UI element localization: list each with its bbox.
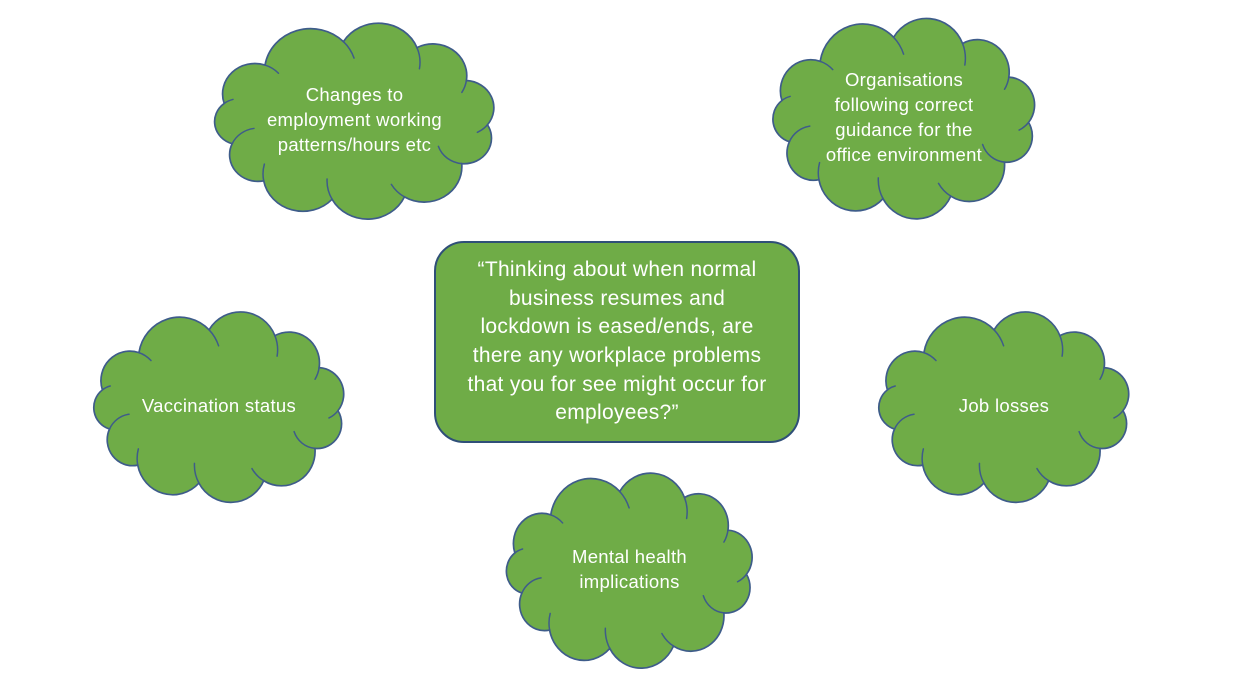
cloud-outline bbox=[773, 18, 1035, 218]
cloud-label: Changes to employment working patterns/h… bbox=[188, 13, 521, 228]
cloud-label: Organisations following correct guidance… bbox=[748, 8, 1060, 228]
cloud-vaccination-status: Vaccination status bbox=[70, 302, 368, 511]
cloud-outline bbox=[215, 23, 494, 219]
cloud-shape bbox=[70, 302, 368, 511]
cloud-label: Vaccination status bbox=[70, 302, 368, 511]
cloud-outline bbox=[506, 473, 752, 668]
cloud-shape bbox=[188, 13, 521, 228]
cloud-shape bbox=[855, 302, 1153, 511]
center-question-box: “Thinking about when normal business res… bbox=[434, 241, 800, 443]
cloud-mental-health-implications: Mental health implications bbox=[483, 463, 776, 677]
cloud-label: Job losses bbox=[855, 302, 1153, 511]
cloud-label-text: Job losses bbox=[958, 395, 1050, 417]
cloud-shape bbox=[483, 463, 776, 677]
cloud-job-losses: Job losses bbox=[855, 302, 1153, 511]
cloud-inner-arcs bbox=[224, 42, 487, 200]
cloud-organisations-guidance: Organisations following correct guidance… bbox=[748, 8, 1060, 228]
cloud-inner-arcs bbox=[515, 491, 747, 648]
cloud-label-text: Changes to employment working patterns/h… bbox=[266, 84, 443, 155]
cloud-shape bbox=[748, 8, 1060, 228]
cloud-inner-arcs bbox=[102, 330, 338, 483]
cloud-label-text: Vaccination status bbox=[141, 395, 297, 417]
center-question-text: “Thinking about when normal business res… bbox=[467, 258, 767, 425]
cloud-label: Mental health implications bbox=[483, 463, 776, 677]
cloud-inner-arcs bbox=[782, 37, 1029, 198]
cloud-changes-to-employment: Changes to employment working patterns/h… bbox=[188, 13, 521, 228]
cloud-outline bbox=[879, 312, 1129, 502]
cloud-label-text: Organisations following correct guidance… bbox=[825, 69, 983, 165]
cloud-outline bbox=[94, 312, 344, 502]
cloud-label-text: Mental health implications bbox=[572, 546, 687, 592]
cloud-inner-arcs bbox=[887, 330, 1123, 483]
